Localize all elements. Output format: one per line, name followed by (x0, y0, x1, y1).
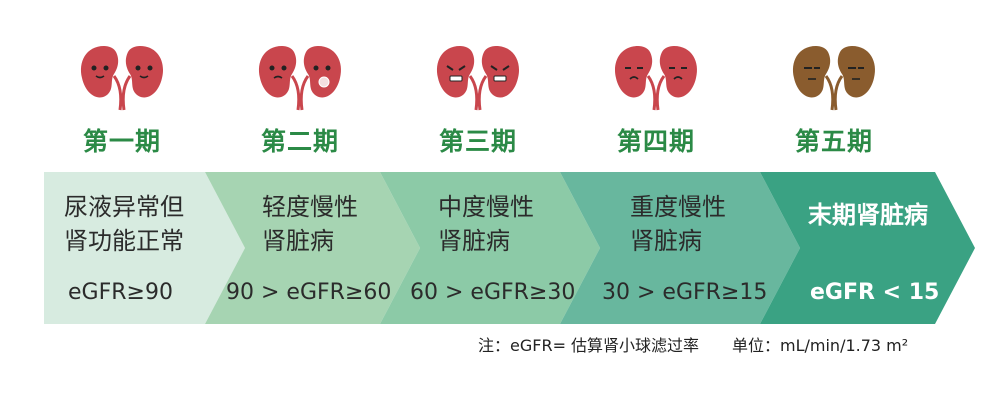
stage-1-egfr: eGFR≥90 (68, 280, 173, 305)
stage-2-desc-line2: 肾脏病 (262, 227, 334, 255)
stage-1-desc-line1: 尿液异常但 (64, 193, 184, 221)
stage-label: 第四期 (616, 127, 695, 156)
stage-1-desc-line2: 肾功能正常 (64, 227, 184, 255)
stage-2-desc: 轻度慢性 肾脏病 (262, 190, 358, 258)
stage-label: 第一期 (82, 127, 161, 156)
kidney-icon (436, 46, 520, 111)
kidney-icon (80, 46, 164, 111)
stage-4-desc-line2: 肾脏病 (630, 227, 702, 255)
stage-4: 第四期 (556, 0, 756, 160)
stage-4-desc: 重度慢性 肾脏病 (630, 190, 726, 258)
stage-5: 第五期 (734, 0, 934, 160)
kidney-icon (614, 46, 698, 111)
footnote-egfr: 注：eGFR= 估算肾小球滤过率 (478, 336, 700, 355)
stage-2-desc-line1: 轻度慢性 (262, 193, 358, 221)
footnote-unit: 单位：mL/min/1.73 m² (732, 336, 909, 355)
stage-label: 第三期 (438, 127, 517, 156)
stage-3: 第三期 (378, 0, 578, 160)
stage-5-desc-line1: 末期肾脏病 (808, 201, 928, 229)
chevron-stage-2 (205, 172, 420, 324)
stage-1: 第一期 (22, 0, 222, 160)
stage-2: 第二期 (200, 0, 400, 160)
stage-label: 第二期 (260, 127, 339, 156)
stage-4-egfr: 30 > eGFR≥15 (602, 280, 768, 305)
stage-3-desc-line2: 肾脏病 (438, 227, 510, 255)
stage-1-desc: 尿液异常但 肾功能正常 (64, 190, 184, 258)
chevron-stage-3 (380, 172, 600, 324)
stage-2-egfr: 90 > eGFR≥60 (226, 280, 392, 305)
stage-3-desc: 中度慢性 肾脏病 (438, 190, 534, 258)
kidney-icon (258, 46, 342, 111)
chevron-stage-5 (760, 172, 975, 324)
kidney-icon (792, 46, 876, 111)
chevron-stage-1 (44, 172, 245, 324)
stage-5-desc: 末期肾脏病 (808, 198, 928, 232)
stage-3-desc-line1: 中度慢性 (438, 193, 534, 221)
stage-5-egfr: eGFR < 15 (810, 280, 940, 305)
chevron-stage-4 (560, 172, 800, 324)
stage-3-egfr: 60 > eGFR≥30 (410, 280, 576, 305)
stage-4-desc-line1: 重度慢性 (630, 193, 726, 221)
stage-label: 第五期 (794, 127, 873, 156)
